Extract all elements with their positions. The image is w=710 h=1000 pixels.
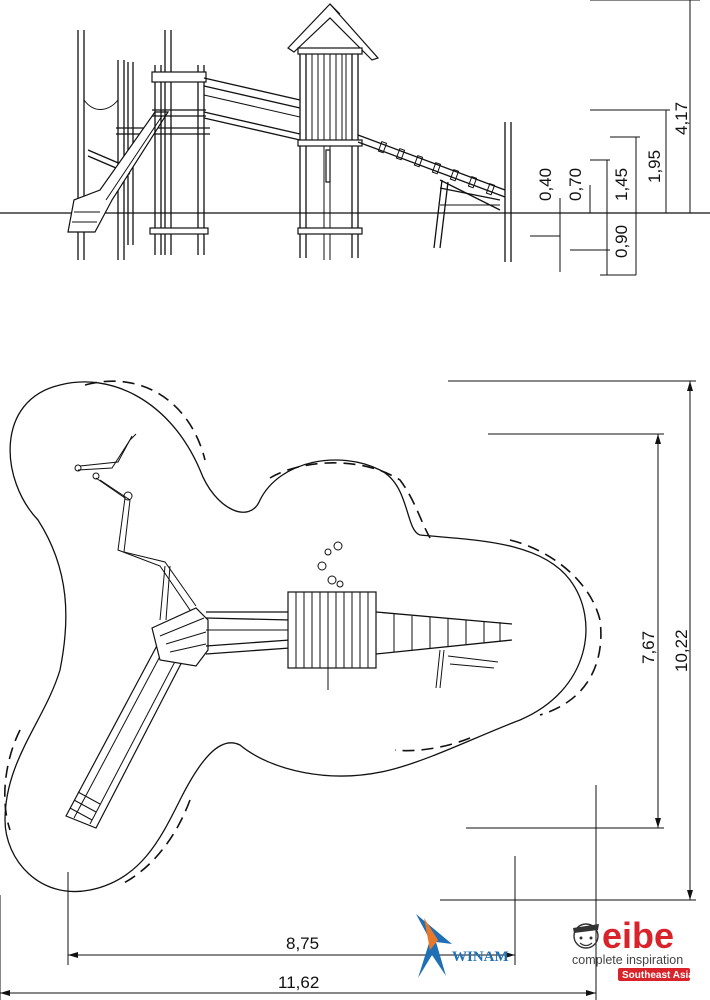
safety-zone-outline xyxy=(4,381,587,893)
eibe-region-badge xyxy=(618,968,690,981)
platform-bridge-plan xyxy=(151,607,291,667)
plan-view: 10,22 7,67 8,75 11,62 xyxy=(0,380,696,1000)
eibe-mascot-icon xyxy=(573,923,599,949)
slide-plan xyxy=(65,639,187,829)
mid-tower xyxy=(149,30,209,255)
elevation-view: 0,40 0,70 1,45 1,95 4,17 0,90 xyxy=(0,0,710,276)
height-label-070: 0,70 xyxy=(566,168,585,201)
eibe-tagline: complete inspiration xyxy=(572,953,683,967)
elevation-dimensions xyxy=(530,0,700,276)
winam-accent-icon xyxy=(424,918,438,950)
climbing-chain-plan xyxy=(74,433,201,621)
plan-width-outer-label: 10,22 xyxy=(672,629,691,672)
main-tower xyxy=(287,3,380,260)
plan-dimensions xyxy=(0,380,696,1000)
eibe-logo: eibe complete inspiration Southeast Asia xyxy=(572,915,694,981)
fall-zone-dashed-outline xyxy=(4,380,602,886)
height-label-145: 1,45 xyxy=(612,168,631,201)
bridge-elevation xyxy=(203,77,301,141)
height-label-417: 4,17 xyxy=(672,102,691,135)
climbing-ladder-elevation xyxy=(357,122,512,262)
height-label-195: 1,95 xyxy=(645,150,664,183)
plan-width-inner-label: 7,67 xyxy=(639,631,658,664)
depth-label-090: 0,90 xyxy=(612,225,631,258)
winam-logo: WINAM xyxy=(416,914,509,978)
height-label-040: 0,40 xyxy=(536,168,555,201)
plan-length-inner-label: 8,75 xyxy=(286,934,319,953)
winam-mark-icon xyxy=(416,914,452,978)
winam-wordmark: WINAM xyxy=(452,949,509,965)
plan-length-outer-label: 11,62 xyxy=(278,973,319,992)
eibe-wordmark: eibe xyxy=(602,915,674,956)
eibe-region-label: Southeast Asia xyxy=(622,970,694,981)
climbing-ladder-plan xyxy=(375,611,513,689)
main-tower-plan xyxy=(287,541,377,690)
